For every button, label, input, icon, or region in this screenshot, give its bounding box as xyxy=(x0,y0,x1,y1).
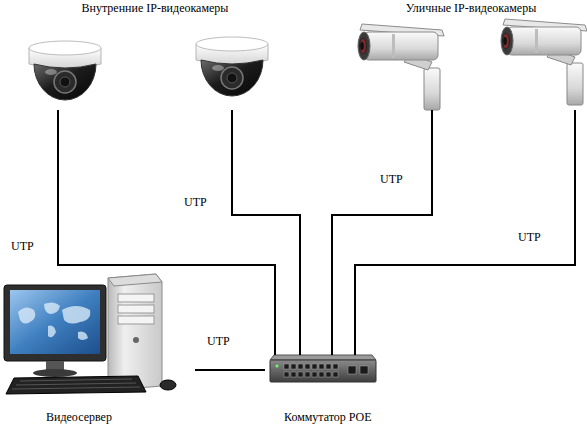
computer-illustration xyxy=(4,274,176,394)
node-label: Коммутатор POE xyxy=(284,410,372,424)
power-button xyxy=(133,337,139,343)
node-label: Уличные IP-видеокамеры xyxy=(406,1,537,15)
cable-label: UTP xyxy=(380,172,403,186)
utp-cable xyxy=(332,110,432,355)
poe-switch-illustration xyxy=(270,355,376,382)
drive-bay xyxy=(118,294,154,302)
utp-cable xyxy=(232,110,300,355)
tower-top xyxy=(108,274,162,286)
switch-front xyxy=(270,360,376,382)
camera-group: Внутренние IP-видеокамеры xyxy=(20,0,290,110)
utp-cable xyxy=(355,110,575,355)
node-label: Видеосервер xyxy=(46,410,112,424)
keyboard-keys xyxy=(12,379,140,389)
node-label: Внутренние IP-видеокамеры xyxy=(82,1,229,15)
screen-map xyxy=(18,302,90,340)
monitor-frame xyxy=(4,285,106,361)
dome-camera xyxy=(29,41,101,100)
cable-label: UTP xyxy=(184,195,207,209)
server-tower xyxy=(108,274,162,390)
poe-switch: Коммутатор POE xyxy=(265,355,410,430)
drive-bay xyxy=(118,305,154,313)
utp-cable xyxy=(58,110,275,355)
bullet-camera xyxy=(358,24,444,110)
dome-camera xyxy=(196,37,268,96)
cable-label: UTP xyxy=(207,334,230,348)
cable-label: UTP xyxy=(11,239,34,253)
keyboard xyxy=(6,376,146,394)
mouse xyxy=(160,380,176,390)
camera-group: Уличные IP-видеокамеры xyxy=(355,0,587,110)
video-server: Видеосервер xyxy=(0,270,195,430)
drive-bay xyxy=(118,316,154,324)
status-led xyxy=(276,365,279,368)
monitor-base xyxy=(33,369,77,377)
cable-label: UTP xyxy=(518,230,541,244)
switch-ports xyxy=(284,364,368,377)
monitor-screen xyxy=(10,290,100,354)
switch-top xyxy=(270,355,376,360)
bullet-camera xyxy=(501,19,587,105)
utp-cable xyxy=(195,369,265,371)
